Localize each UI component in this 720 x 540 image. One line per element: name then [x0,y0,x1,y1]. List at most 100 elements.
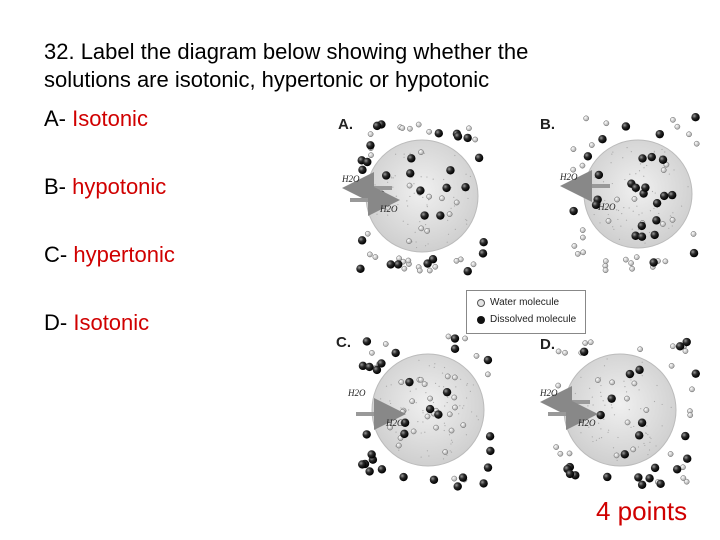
cell-speckle [646,425,648,427]
cell-speckle [469,390,471,392]
cell-speckle [630,426,632,428]
water-molecule [613,452,620,459]
answer-b-value: hypotonic [72,174,167,199]
water-molecule [579,162,586,169]
cell-speckle [396,200,398,202]
cell-speckle [450,443,452,445]
cell-speckle [654,192,656,194]
dissolved-molecule [682,337,691,347]
cell-speckle [422,409,424,412]
dissolved-molecule [675,342,685,351]
answer-c-letter: C- [44,242,68,267]
dissolved-molecule [453,482,462,491]
cell-speckle [427,243,429,245]
water-molecule [424,228,431,234]
cell-speckle [644,242,646,244]
cell-speckle [443,429,445,432]
dissolved-molecule [436,211,445,220]
cell-speckle [611,407,613,409]
dissolved-molecule [483,463,493,472]
water-molecule [407,125,413,132]
water-molecule [451,394,458,401]
cell-speckle [424,224,427,226]
cell-speckle [592,440,594,443]
cell-speckle [599,222,601,224]
cell-speckle [459,405,461,407]
water-molecule [415,121,422,128]
cell-speckle [606,358,608,360]
cell-speckle [617,209,620,212]
cell-speckle [641,212,643,214]
cell-speckle [465,218,467,221]
water-molecule [609,379,615,386]
question-text: 32. Label the diagram below showing whet… [44,38,684,94]
cell-speckle [419,221,421,223]
water-molecule [574,251,581,257]
cell-speckle [415,241,417,243]
dissolved-molecule [598,135,607,144]
water-molecule [409,398,416,405]
cell-speckle [646,164,648,167]
cell-speckle [661,148,663,151]
cell-speckle [600,384,602,387]
dissolved-molecule [691,369,700,378]
cell-speckle [616,209,618,211]
water-molecule [669,343,676,350]
dissolved-molecule [479,479,488,488]
cell-speckle [634,191,637,193]
dissolved-molecule [400,429,409,439]
water-molecule [674,123,681,130]
cell-speckle [649,436,651,438]
legend: Water molecule Dissolved molecule [466,290,586,334]
water-molecule [452,404,458,411]
dissolved-molecule [386,260,395,269]
cell-speckle [668,173,670,175]
cell-speckle [658,212,660,215]
cell-speckle [600,428,602,430]
cell-speckle [409,152,411,154]
cell-speckle [604,199,606,202]
cell-speckle [387,181,389,183]
dissolved-molecule [365,467,374,476]
cell-speckle [595,439,598,441]
cell-speckle [402,220,404,222]
cell-speckle [681,205,683,207]
cell-speckle [592,404,594,406]
dissolved-molecule [381,171,391,180]
water-molecule [453,257,460,264]
dissolved-molecule [483,355,493,365]
cell-speckle [598,422,600,424]
dissolved-molecule [442,387,452,397]
cell-speckle [639,163,642,165]
legend-dissolved-label: Dissolved molecule [490,314,577,325]
cell-speckle [432,178,434,180]
cell-speckle [600,437,603,439]
cell-speckle [612,151,614,153]
water-molecule [628,260,634,266]
dissolved-molecule [405,377,414,387]
cell-speckle [603,418,605,420]
cell-speckle [426,176,428,178]
water-molecule [451,475,458,482]
water-molecule [418,225,425,232]
cell-speckle [466,223,468,225]
dissolved-molecule [603,472,612,482]
cell-speckle [613,414,616,416]
cell-speckle [389,400,391,402]
dissolved-molecule [423,259,432,268]
cell-speckle [443,422,446,424]
dissolved-molecule [450,344,460,354]
cell-speckle [465,397,468,399]
cell-speckle [420,176,422,178]
cell-speckle [608,429,610,431]
water-molecule [462,335,468,342]
water-molecule [473,353,480,359]
cell-speckle [653,400,656,403]
cell-speckle [631,228,633,230]
dissolved-molecule [407,154,416,163]
cell-speckle [433,366,435,368]
cell-speckle [612,226,614,228]
cell-speckle [593,213,595,216]
